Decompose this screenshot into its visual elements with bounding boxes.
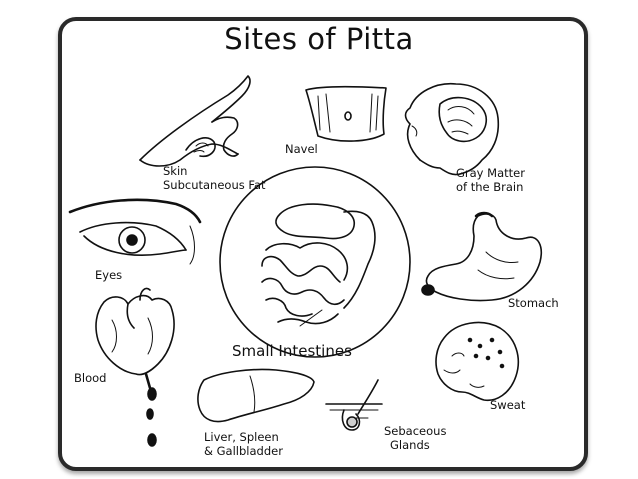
small-intestines-icon [219, 166, 411, 358]
liver-icon [197, 368, 315, 423]
label-liver-1: Liver, Spleen [204, 430, 279, 444]
sebaceous-gland-icon [325, 379, 383, 431]
hand-skin-icon [139, 75, 251, 167]
label-gray-matter-2: of the Brain [456, 180, 524, 194]
diagram-title: Sites of Pitta [224, 22, 414, 56]
label-subcutaneous-fat: Subcutaneous Fat [163, 178, 266, 192]
label-liver-2: & Gallbladder [204, 444, 283, 458]
navel-torso-icon [305, 85, 387, 142]
sweating-face-icon [435, 321, 520, 402]
heart-blood-icon [95, 287, 175, 447]
head-brain-icon [404, 83, 500, 176]
eye-icon [68, 198, 202, 265]
label-blood: Blood [74, 371, 107, 385]
label-sebaceous-2: Glands [390, 438, 430, 452]
label-eyes: Eyes [95, 268, 123, 282]
label-stomach: Stomach [508, 296, 559, 310]
label-gray-matter-1: Gray Matter [456, 166, 525, 180]
label-navel: Navel [285, 142, 318, 156]
stomach-icon [421, 211, 542, 302]
label-sebaceous-1: Sebaceous [384, 424, 447, 438]
label-sweat: Sweat [490, 398, 526, 412]
label-skin: Skin [163, 164, 188, 178]
label-small-intestines: Small Intestines [232, 342, 352, 360]
